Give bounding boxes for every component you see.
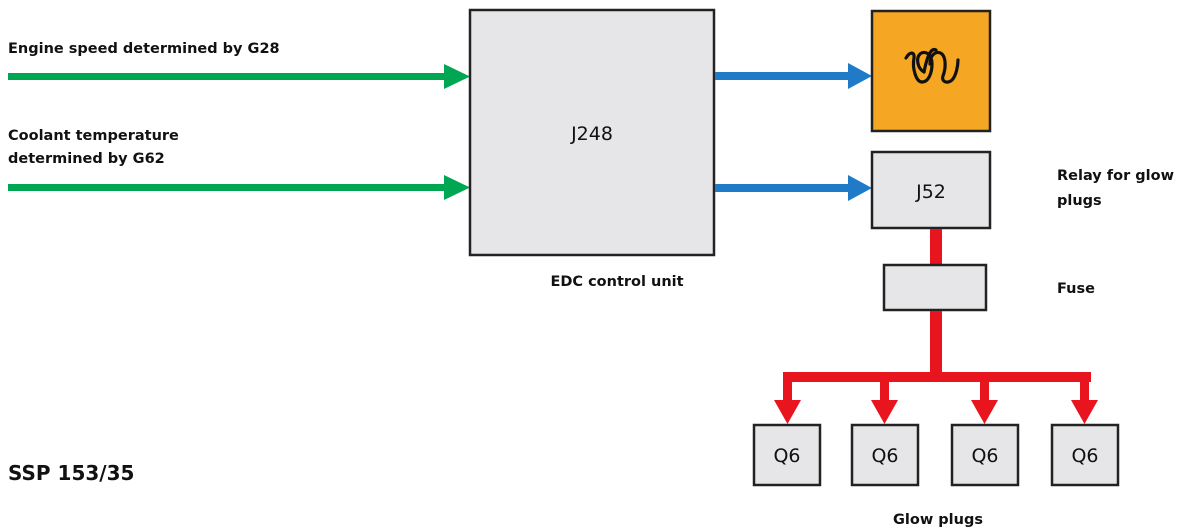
power-line-fuse-bus (930, 311, 942, 376)
glow-plugs-caption: Glow plugs (893, 512, 983, 528)
glow-plug-2-id: Q6 (871, 445, 898, 467)
control-unit-id: J248 (570, 123, 613, 145)
power-branch-plug-1 (774, 372, 801, 424)
power-branch-plug-3 (971, 380, 998, 424)
input-label-coolant-line1: Coolant temperature (8, 128, 179, 144)
glow-plug-2: Q6 (850, 423, 920, 487)
relay-id: J52 (915, 181, 946, 203)
relay-caption-line1: Relay for glow (1057, 168, 1174, 184)
fuse-box (882, 263, 988, 312)
output-arrow-relay (715, 175, 872, 201)
relay-box (870, 150, 992, 230)
control-unit-box (468, 8, 716, 257)
glow-plug-4: Q6 (1050, 423, 1120, 487)
fuse-caption: Fuse (1057, 281, 1095, 297)
power-distribution-bus (783, 372, 1091, 382)
input-arrow-engine-speed (8, 64, 470, 89)
input-label-coolant-line2: determined by G62 (8, 151, 165, 167)
power-branch-plug-2 (871, 380, 898, 424)
glow-plug-1-id: Q6 (773, 445, 800, 467)
glow-plug-3-id: Q6 (971, 445, 998, 467)
glow-plug-coil-icon (904, 47, 960, 84)
power-line-relay-fuse (930, 229, 942, 264)
reference-label: SSP 153/35 (8, 461, 134, 485)
control-unit-caption: EDC control unit (550, 274, 683, 290)
input-label-engine-speed: Engine speed determined by G28 (8, 41, 280, 57)
input-arrow-coolant (8, 175, 470, 200)
glow-plug-4-id: Q6 (1071, 445, 1098, 467)
glow-plug-1: Q6 (752, 423, 822, 487)
glow-plug-3: Q6 (950, 423, 1020, 487)
output-arrow-lamp (715, 63, 872, 89)
relay-caption-line2: plugs (1057, 193, 1102, 209)
power-branch-plug-4 (1071, 372, 1098, 424)
